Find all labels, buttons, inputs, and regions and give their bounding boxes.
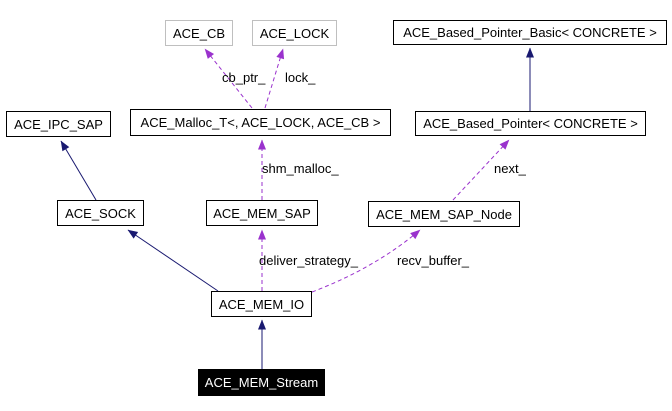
class-node-ace-mem-sap[interactable]: ACE_MEM_SAP (206, 200, 318, 226)
class-node-ace-lock[interactable]: ACE_LOCK (252, 20, 337, 46)
edge-label-cb-ptr: cb_ptr_ (222, 70, 266, 85)
edge-label-recv-buffer: recv_buffer_ (397, 253, 470, 268)
edge-label-deliver-strategy: deliver_strategy_ (259, 253, 358, 268)
edge-inherit-sock-ipcsap (60, 140, 97, 201)
class-node-ace-based-pointer-basic[interactable]: ACE_Based_Pointer_Basic< CONCRETE > (393, 20, 667, 45)
edge-inherit-memio-sock (127, 229, 219, 292)
class-node-ace-mem-stream: ACE_MEM_Stream (198, 369, 325, 396)
class-node-ace-malloc-t[interactable]: ACE_Malloc_T<, ACE_LOCK, ACE_CB > (130, 109, 391, 136)
class-node-ace-mem-sap-node[interactable]: ACE_MEM_SAP_Node (368, 201, 520, 227)
edge-label-lock: lock_ (285, 70, 316, 85)
class-node-ace-ipc-sap[interactable]: ACE_IPC_SAP (6, 111, 111, 137)
class-node-ace-based-pointer[interactable]: ACE_Based_Pointer< CONCRETE > (415, 111, 646, 136)
class-node-ace-sock[interactable]: ACE_SOCK (57, 200, 144, 226)
edge-usage-lock (264, 48, 285, 109)
edge-label-next: next_ (494, 161, 526, 176)
edge-label-shm-malloc: shm_malloc_ (262, 161, 339, 176)
class-node-ace-cb[interactable]: ACE_CB (165, 20, 233, 46)
class-node-ace-mem-io[interactable]: ACE_MEM_IO (211, 291, 312, 317)
